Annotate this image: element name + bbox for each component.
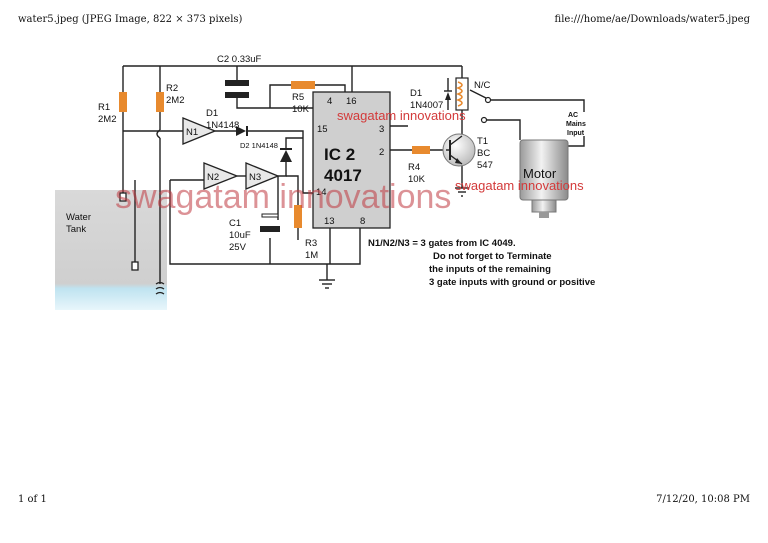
d1-name: D1: [206, 108, 218, 119]
gate-n2: N2: [203, 162, 239, 190]
diode-d1: D1 1N4148: [206, 108, 248, 136]
r3-value: 1M: [305, 250, 318, 261]
pin-3: 3: [379, 124, 384, 135]
r2-value: 2M2: [166, 95, 184, 106]
ic-part: 4017: [324, 166, 362, 185]
relay-diode-name: D1: [410, 88, 422, 99]
r5-name: R5: [292, 92, 304, 103]
pin-8: 8: [360, 216, 365, 227]
gate-n3-label: N3: [249, 172, 261, 183]
probe-2: [131, 261, 139, 271]
relay-diode-value: 1N4007: [410, 100, 443, 111]
water-tank: Water Tank: [55, 190, 167, 310]
note-3: the inputs of the remaining: [429, 264, 551, 275]
resistor-r3: R3 1M: [294, 205, 318, 261]
watermark-big: swagatam innovations: [115, 178, 451, 216]
resistor-r4: R4 10K: [408, 146, 430, 185]
d2-label: D2 1N4148: [240, 141, 278, 150]
nc-label: N/C: [474, 80, 491, 91]
resistor-r1: R1 2M2: [98, 92, 127, 125]
pin-15: 15: [317, 124, 328, 135]
capacitor-c2: C2 0.33uF: [217, 54, 262, 98]
pin-16: 16: [346, 96, 357, 107]
relay-coil: D1 1N4007: [410, 77, 469, 111]
transistor-ground: [455, 187, 469, 197]
page-counter: 1 of 1: [18, 494, 47, 505]
ground-probe: [155, 281, 165, 295]
pin-2: 2: [379, 147, 384, 158]
resistor-r2: R2 2M2: [156, 83, 184, 112]
gate-n1: N1: [182, 117, 217, 145]
notes: N1/N2/N3 = 3 gates from IC 4049. Do not …: [368, 238, 595, 288]
ac-label-3: Input: [567, 130, 585, 137]
gate-n2-label: N2: [207, 172, 219, 183]
print-timestamp: 7/12/20, 10:08 PM: [656, 494, 750, 505]
pin-14: 14: [316, 187, 327, 198]
ground-symbol: [319, 279, 335, 289]
ac-label-2: Mains: [566, 121, 586, 128]
d1-value: 1N4148: [206, 120, 239, 131]
capacitor-c1: C1 10uF 25V: [229, 213, 280, 253]
note-2: Do not forget to Terminate: [433, 251, 552, 262]
resistor-r5: R5 10K: [291, 81, 315, 115]
note-4: 3 gate inputs with ground or positive: [429, 277, 595, 288]
watermark-small-2: swagatam innovations: [455, 178, 584, 193]
motor: Motor: [519, 139, 569, 218]
r2-name: R2: [166, 83, 178, 94]
probe-1: [119, 192, 127, 202]
circuit-wires: [122, 65, 585, 284]
transistor-t1: T1 BC 547: [442, 133, 493, 171]
relay-contact: N/C: [474, 80, 492, 124]
t1-name: T1: [477, 136, 488, 147]
c2-label: C2 0.33uF: [217, 54, 262, 65]
tank-label-2: Tank: [66, 224, 86, 235]
c1-voltage: 25V: [229, 242, 247, 253]
ac-label-1: AC: [568, 112, 578, 119]
browser-page-title: water5.jpeg (JPEG Image, 822 × 373 pixel…: [18, 14, 243, 25]
pin-4: 4: [327, 96, 332, 107]
tank-label-1: Water: [66, 212, 91, 223]
ic-name: IC 2: [324, 145, 355, 164]
c1-value: 10uF: [229, 230, 251, 241]
r3-name: R3: [305, 238, 317, 249]
pin-13: 13: [324, 216, 335, 227]
motor-label: Motor: [523, 166, 557, 181]
gate-n1-label: N1: [186, 127, 198, 138]
t1-type: BC: [477, 148, 490, 159]
t1-value: 547: [477, 160, 493, 171]
note-1: N1/N2/N3 = 3 gates from IC 4049.: [368, 238, 516, 249]
relay-diode: [444, 78, 452, 110]
file-path: file:///home/ae/Downloads/water5.jpeg: [554, 14, 750, 25]
r1-value: 2M2: [98, 114, 116, 125]
r5-value: 10K: [292, 104, 310, 115]
diode-d2: D2 1N4148: [240, 141, 292, 162]
r1-name: R1: [98, 102, 110, 113]
r4-value: 10K: [408, 174, 426, 185]
ic-4017: IC 2 4017 4 16 15 3 2 14 13 8: [312, 91, 391, 229]
ac-mains-input: AC Mains Input: [566, 112, 586, 137]
watermark-small-1: swagatam innovations: [337, 108, 466, 123]
r4-name: R4: [408, 162, 420, 173]
c1-name: C1: [229, 218, 241, 229]
gate-n3: N3: [245, 162, 280, 190]
